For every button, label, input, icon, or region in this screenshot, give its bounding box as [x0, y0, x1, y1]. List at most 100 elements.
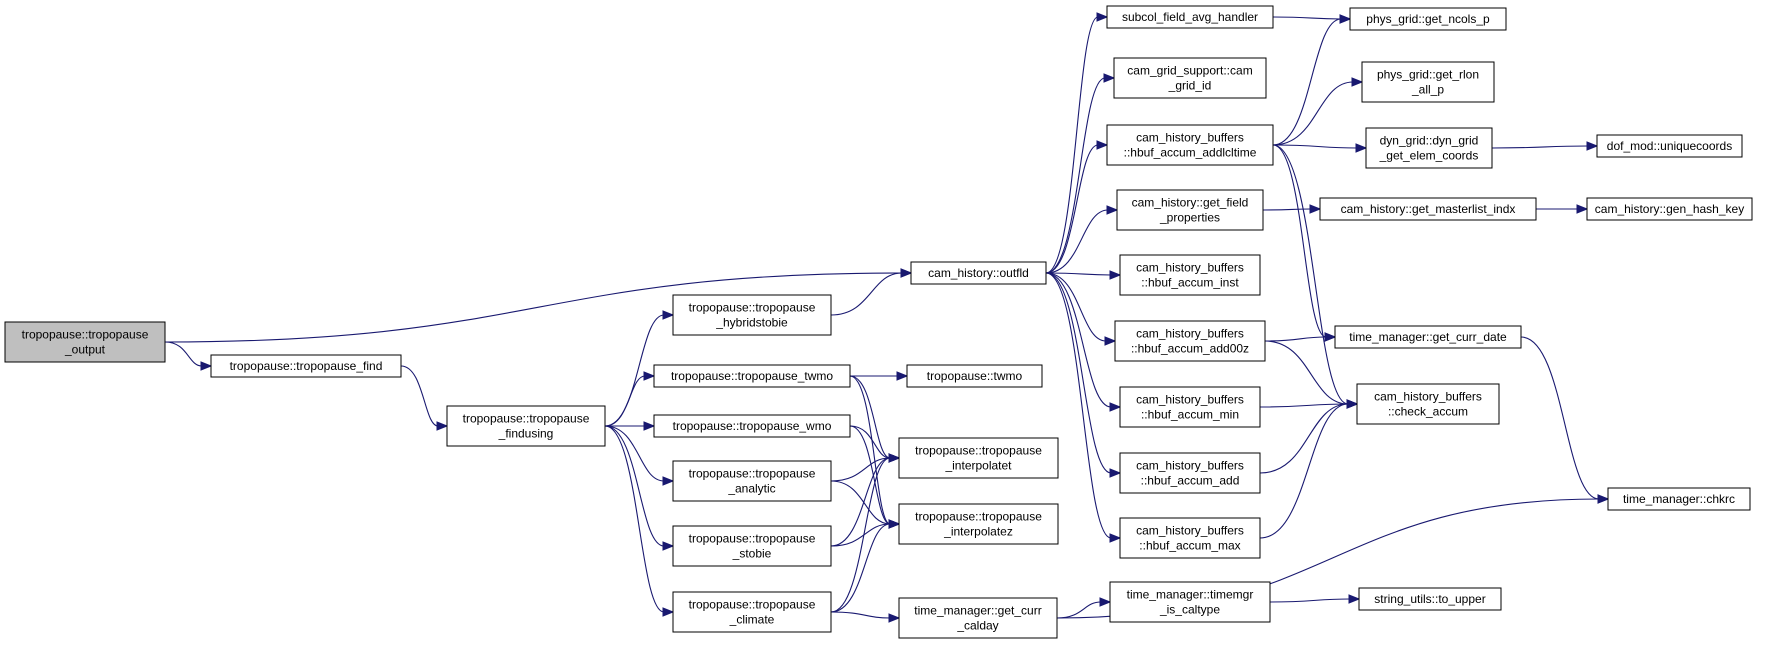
node-box — [1607, 487, 1751, 511]
node-box — [910, 261, 1047, 285]
node-label: tropopause::tropopause — [689, 301, 816, 315]
node-label: cam_history_buffers — [1374, 390, 1482, 404]
node-uniquecoords[interactable]: dof_mod::uniquecoords — [1596, 134, 1743, 158]
edge-cam-history-outfld-to-hbuf-accum-min — [1045, 272, 1122, 412]
node-label: tropopause::tropopause_find — [230, 359, 383, 373]
node-box — [1358, 587, 1502, 611]
node-box — [1586, 197, 1753, 221]
node-hbuf-accum-inst[interactable]: cam_history_buffers::hbuf_accum_inst — [1119, 254, 1261, 296]
edge-get-field-properties-to-get-masterlist-indx — [1262, 204, 1322, 214]
node-box — [672, 525, 832, 567]
node-label: time_manager::get_curr — [914, 604, 1041, 618]
node-label: tropopause::tropopause — [689, 532, 816, 546]
node-box — [1361, 61, 1495, 103]
node-box — [898, 597, 1058, 639]
node-box — [1319, 197, 1537, 221]
node-check-accum[interactable]: cam_history_buffers::check_accum — [1356, 383, 1500, 425]
node-box — [672, 460, 832, 502]
node-twmo[interactable]: tropopause::twmo — [906, 364, 1043, 388]
node-box — [1365, 127, 1493, 169]
node-label: _findusing — [498, 427, 554, 441]
edge-get-curr-date-to-chkrc — [1520, 336, 1610, 504]
node-to-upper[interactable]: string_utils::to_upper — [1358, 587, 1502, 611]
node-subcol-field-avg-handler[interactable]: subcol_field_avg_handler — [1106, 5, 1274, 29]
node-box — [1334, 325, 1522, 349]
node-box — [672, 294, 832, 336]
node-dyn-grid-get-elem-coords[interactable]: dyn_grid::dyn_grid_get_elem_coords — [1365, 127, 1493, 169]
node-label: cam_history_buffers — [1136, 261, 1244, 275]
node-label: phys_grid::get_rlon — [1377, 68, 1479, 82]
node-timemgr-is-caltype[interactable]: time_manager::timemgr_is_caltype — [1109, 581, 1271, 623]
edge-cam-history-outfld-to-hbuf-accum-addlcltime — [1045, 140, 1109, 274]
node-label: tropopause::tropopause — [689, 598, 816, 612]
node-tropopause-climate[interactable]: tropopause::tropopause_climate — [672, 591, 832, 633]
node-tropopause-stobie[interactable]: tropopause::tropopause_stobie — [672, 525, 832, 567]
edge-hbuf-accum-add00z-to-get-curr-date — [1264, 332, 1337, 342]
node-get-ncols-p[interactable]: phys_grid::get_ncols_p — [1349, 7, 1507, 31]
node-get-rlon-all-p[interactable]: phys_grid::get_rlon_all_p — [1361, 61, 1495, 103]
node-tropopause-hybridstobie[interactable]: tropopause::tropopause_hybridstobie — [672, 294, 832, 336]
node-label: phys_grid::get_ncols_p — [1366, 12, 1490, 26]
node-hbuf-accum-max[interactable]: cam_history_buffers::hbuf_accum_max — [1119, 517, 1261, 559]
node-tropopause-output[interactable]: tropopause::tropopause_output — [4, 321, 166, 363]
node-tropopause-wmo[interactable]: tropopause::tropopause_wmo — [653, 414, 851, 438]
node-box — [1109, 581, 1271, 623]
node-hbuf-accum-add[interactable]: cam_history_buffers::hbuf_accum_add — [1119, 452, 1261, 494]
node-box — [898, 503, 1059, 545]
node-label: _is_caltype — [1159, 603, 1220, 617]
node-get-curr-date[interactable]: time_manager::get_curr_date — [1334, 325, 1522, 349]
node-label: time_manager::get_curr_date — [1349, 330, 1507, 344]
node-label: dyn_grid::dyn_grid — [1380, 134, 1479, 148]
node-box — [653, 414, 851, 438]
edge-tropopause-output-to-tropopause-find — [164, 341, 213, 371]
node-label: subcol_field_avg_handler — [1122, 10, 1258, 24]
node-label: ::hbuf_accum_add — [1141, 474, 1240, 488]
edge-cam-history-outfld-to-hbuf-accum-add00z — [1045, 272, 1117, 346]
node-label: cam_history::get_masterlist_indx — [1341, 202, 1516, 216]
node-label: cam_history_buffers — [1136, 327, 1244, 341]
node-label: cam_grid_support::cam — [1127, 64, 1252, 78]
node-label: cam_history::gen_hash_key — [1595, 202, 1744, 216]
node-tropopause-findusing[interactable]: tropopause::tropopause_findusing — [446, 405, 606, 447]
edge-cam-history-outfld-to-subcol-field-avg-handler — [1045, 12, 1109, 274]
node-label: dof_mod::uniquecoords — [1607, 139, 1732, 153]
node-interpolatet[interactable]: tropopause::tropopause_interpolatet — [898, 437, 1059, 479]
node-gen-hash-key[interactable]: cam_history::gen_hash_key — [1586, 197, 1753, 221]
edge-tropopause-hybridstobie-to-cam-history-outfld — [830, 268, 913, 316]
node-label: _output — [64, 343, 106, 357]
node-tropopause-twmo[interactable]: tropopause::tropopause_twmo — [653, 364, 851, 388]
node-hbuf-accum-addlcltime[interactable]: cam_history_buffers::hbuf_accum_addlclti… — [1106, 124, 1274, 166]
node-label: tropopause::tropopause — [22, 328, 149, 342]
edge-hbuf-accum-addlcltime-to-check-accum — [1272, 144, 1359, 409]
node-box — [1114, 320, 1266, 362]
node-label: _calday — [956, 619, 998, 633]
node-cam-history-outfld[interactable]: cam_history::outfld — [910, 261, 1047, 285]
node-label: tropopause::tropopause_twmo — [671, 369, 833, 383]
node-get-masterlist-indx[interactable]: cam_history::get_masterlist_indx — [1319, 197, 1537, 221]
node-label: _hybridstobie — [715, 316, 788, 330]
node-box — [446, 405, 606, 447]
edge-hbuf-accum-addlcltime-to-dyn-grid-get-elem-coords — [1272, 143, 1368, 153]
node-tropopause-analytic[interactable]: tropopause::tropopause_analytic — [672, 460, 832, 502]
node-hbuf-accum-min[interactable]: cam_history_buffers::hbuf_accum_min — [1119, 386, 1261, 428]
edge-cam-history-outfld-to-hbuf-accum-inst — [1045, 270, 1122, 280]
node-box — [1119, 517, 1261, 559]
node-cam-grid-id[interactable]: cam_grid_support::cam_grid_id — [1113, 57, 1267, 99]
edge-cam-history-outfld-to-cam-grid-id — [1045, 73, 1116, 274]
edge-tropopause-stobie-to-interpolatet — [830, 453, 901, 547]
node-box — [4, 321, 166, 363]
edge-dyn-grid-get-elem-coords-to-uniquecoords — [1491, 141, 1599, 151]
node-label: cam_history::outfld — [928, 266, 1029, 280]
node-box — [1116, 189, 1264, 231]
node-tropopause-find[interactable]: tropopause::tropopause_find — [210, 354, 402, 378]
node-hbuf-accum-add00z[interactable]: cam_history_buffers::hbuf_accum_add00z — [1114, 320, 1266, 362]
node-box — [1356, 383, 1500, 425]
node-chkrc[interactable]: time_manager::chkrc — [1607, 487, 1751, 511]
node-interpolatez[interactable]: tropopause::tropopause_interpolatez — [898, 503, 1059, 545]
node-get-curr-calday[interactable]: time_manager::get_curr_calday — [898, 597, 1058, 639]
node-label: ::hbuf_accum_min — [1141, 408, 1239, 422]
node-box — [1349, 7, 1507, 31]
node-label: _climate — [729, 613, 775, 627]
node-get-field-properties[interactable]: cam_history::get_field_properties — [1116, 189, 1264, 231]
